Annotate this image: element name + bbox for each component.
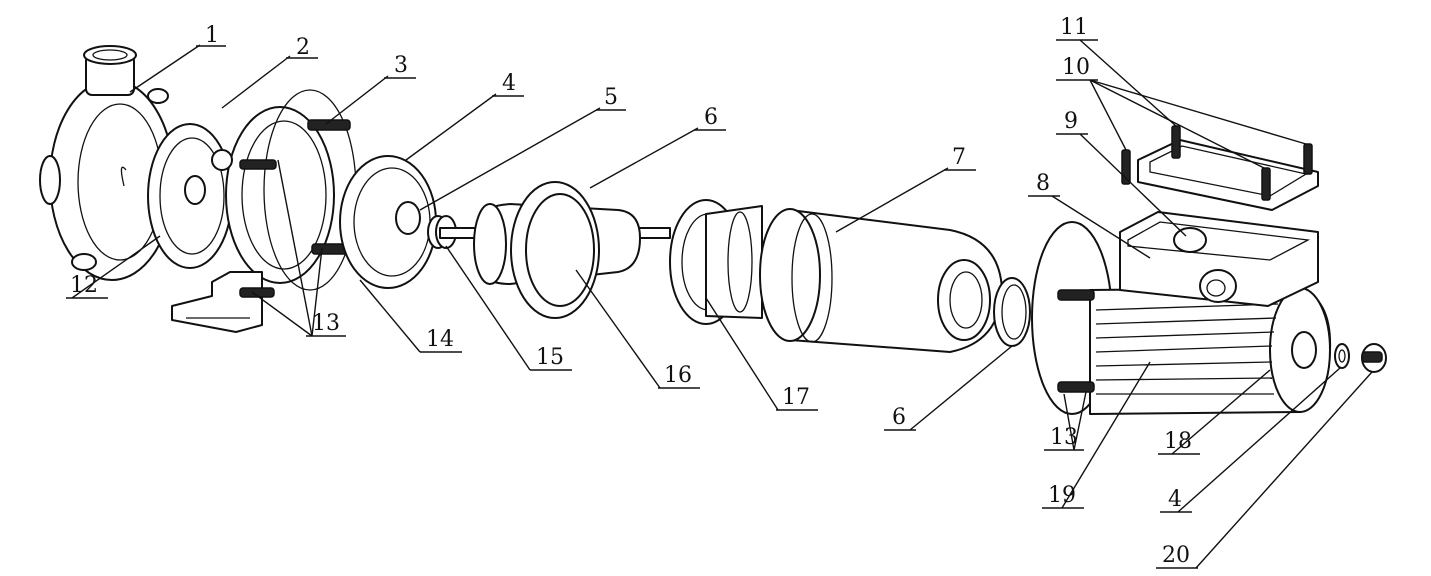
callout-15: 15 xyxy=(536,345,564,370)
callout-17: 17 xyxy=(782,385,810,410)
callout-10: 10 xyxy=(1062,55,1090,80)
callout-13-cover: 13 xyxy=(312,311,340,336)
stator-housing xyxy=(759,208,1003,353)
gasket-ring-rear xyxy=(993,277,1031,347)
gasket-ring-front xyxy=(510,181,600,319)
stator-sleeve xyxy=(669,199,763,325)
impeller xyxy=(147,123,233,269)
callout-4-rear: 4 xyxy=(1168,487,1182,512)
callout-12: 12 xyxy=(70,273,98,298)
callout-6: 6 xyxy=(704,105,718,130)
callout-labels: 1 2 3 4 5 6 7 8 9 10 11 12 13 13 14 15 1… xyxy=(66,15,1200,569)
terminal-cover xyxy=(1121,125,1319,211)
callout-20: 20 xyxy=(1162,543,1190,568)
callout-5: 5 xyxy=(604,85,618,110)
callout-11: 11 xyxy=(1060,15,1088,40)
motor-body xyxy=(1031,221,1332,415)
callout-9: 9 xyxy=(1064,109,1078,134)
washer-and-plug xyxy=(1334,343,1387,373)
callout-1: 1 xyxy=(205,23,219,48)
callout-6-rear: 6 xyxy=(892,405,906,430)
terminal-box xyxy=(1119,211,1319,307)
callout-18: 18 xyxy=(1164,429,1192,454)
pump-casing xyxy=(39,45,175,281)
callout-2: 2 xyxy=(296,35,310,60)
callout-14: 14 xyxy=(426,327,454,352)
callout-8: 8 xyxy=(1036,171,1050,196)
leader-lines xyxy=(71,39,1373,569)
seal-housing xyxy=(339,155,437,289)
callout-7: 7 xyxy=(952,145,966,170)
callout-16: 16 xyxy=(664,363,692,388)
pump-cover xyxy=(171,89,357,333)
callout-13-motor: 13 xyxy=(1050,425,1078,450)
callout-19: 19 xyxy=(1048,483,1076,508)
callout-3: 3 xyxy=(394,53,408,78)
callout-4: 4 xyxy=(502,71,516,96)
